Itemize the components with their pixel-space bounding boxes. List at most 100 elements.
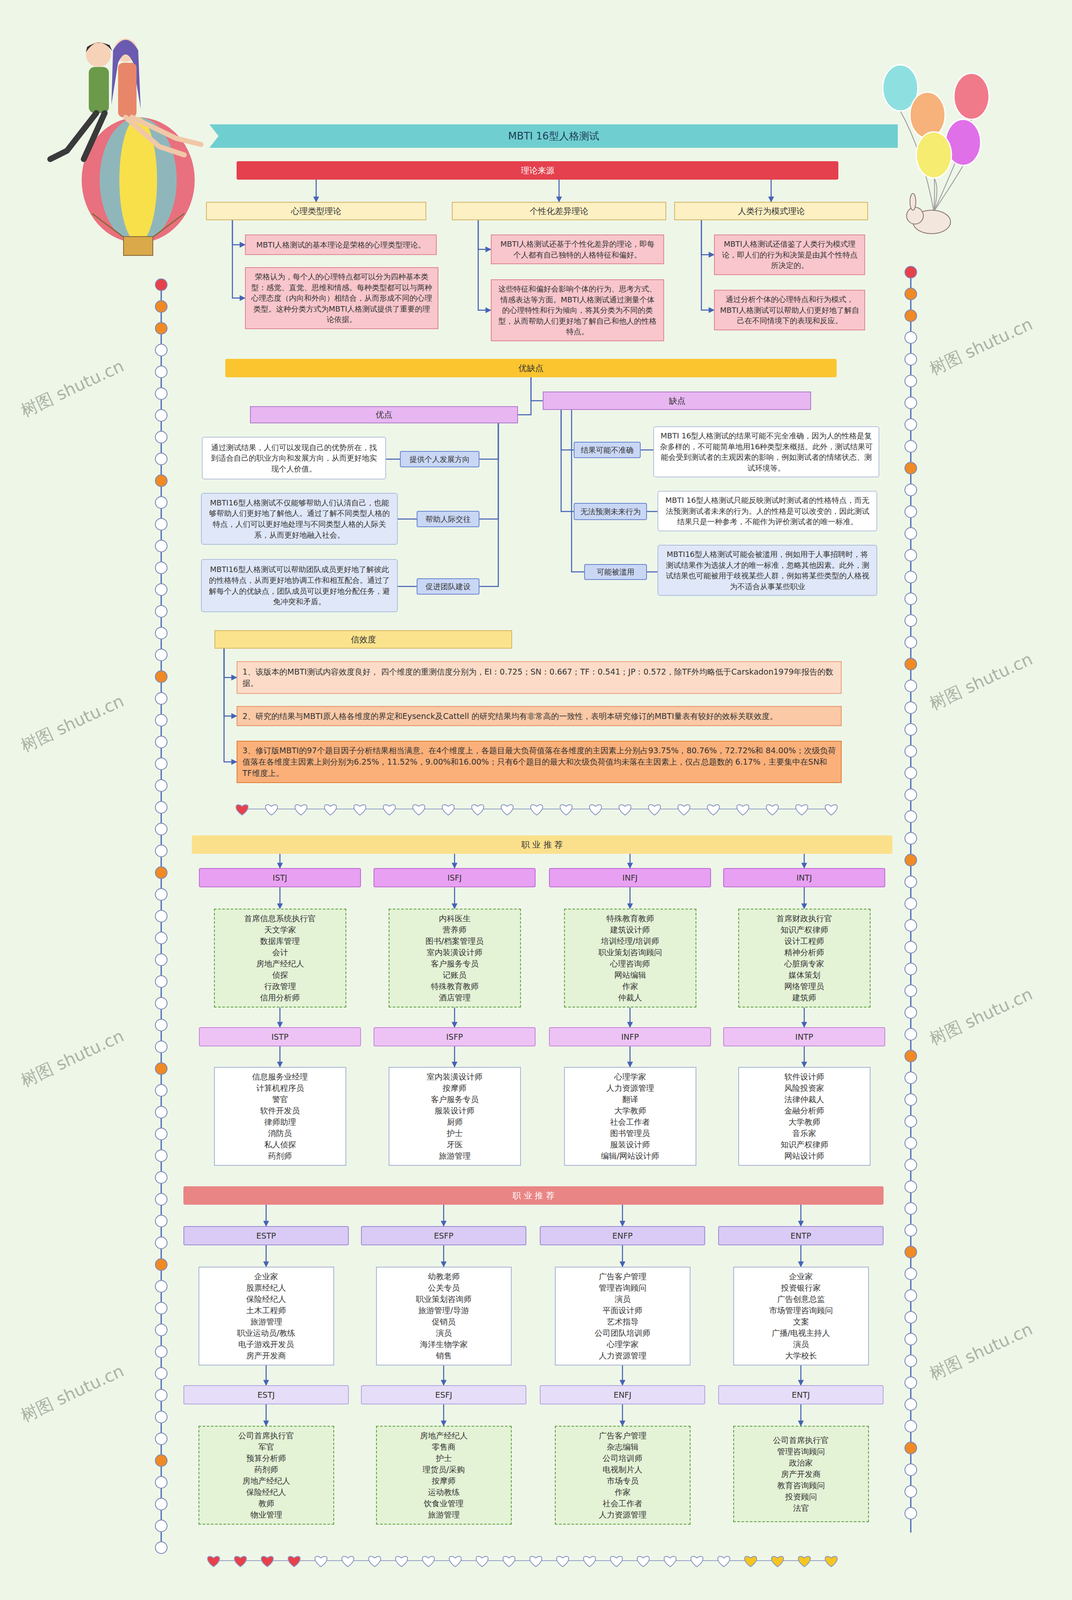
chain-bead: [155, 431, 168, 444]
finding-box: 3、修订版MBTI的97个题目因子分析结果相当满意。在4个维度上，各题目最大负荷…: [236, 740, 842, 784]
chain-bead: [155, 344, 168, 356]
chain-bead: [904, 375, 917, 387]
heart-symbol: [589, 804, 602, 816]
topic-box: 信效度: [214, 630, 513, 649]
connector: [629, 853, 631, 869]
chain-bead: [904, 1224, 917, 1237]
tag-box: 提供个人发展方向: [399, 450, 480, 468]
illustration: [118, 62, 137, 118]
chain-bead: [904, 331, 917, 344]
connector: [315, 179, 317, 202]
node-text: 电子游戏开发员: [204, 1338, 329, 1351]
watermark: 树图 shutu.cn: [925, 647, 1037, 716]
node-text: 心理类型理论: [211, 205, 421, 217]
note-box: 通过分析个体的心理特点和行为模式，MBTI人格测试可以帮助人们更好地了解自己在不…: [713, 289, 866, 331]
description-box: MBTI16型人格测试不仅能够帮助人们认清自己，也能够帮助人们更好地了解他人。通…: [201, 492, 398, 545]
note-box: MBTI人格测试的基本理论是荣格的心理类型理论。: [244, 234, 437, 256]
section-band: 职 业 推 荐: [183, 1186, 884, 1205]
node-text: 房地产经纪人: [219, 958, 341, 970]
chain-bead: [155, 322, 168, 335]
node-text: 室内装潢设计师: [394, 946, 516, 959]
node-text: 心理咨询师: [569, 958, 691, 970]
node-text: 职业策划咨询顾问: [569, 946, 691, 959]
type-box: ISTP: [198, 1027, 361, 1047]
node-text: 大学教师: [569, 1105, 691, 1117]
heart-symbol: [737, 804, 750, 816]
chain-bead: [904, 288, 917, 300]
connector: [265, 1204, 267, 1227]
node-text: 广告客户管理: [560, 1430, 685, 1442]
chain-bead: [155, 365, 168, 378]
chain-bead: [904, 440, 917, 453]
node-text: 个性化差异理论: [457, 205, 661, 217]
chain-bead: [904, 527, 917, 540]
illustration: [85, 42, 113, 53]
chain-bead: [904, 1376, 917, 1389]
node-text: 厨师: [394, 1116, 516, 1128]
connector: [803, 1046, 805, 1067]
heart-symbol: [798, 1556, 811, 1567]
node-text: MBTI 16型人格测试的结果可能不完全准确，因为人的性格是复杂多样的，不可能简…: [659, 430, 874, 474]
node-text: 行政管理: [219, 980, 341, 993]
node-text: 幼教老师: [381, 1270, 506, 1283]
type-box: ENFJ: [539, 1385, 706, 1405]
chain-bead: [155, 1019, 168, 1031]
heart-symbol: [501, 804, 514, 816]
node-text: 网站设计师: [744, 1150, 865, 1162]
connector: [443, 1365, 445, 1386]
title-banner: MBTI 16型人格测试: [209, 124, 898, 148]
node-text: 荣格认为，每个人的心理特点都可以分为四种基本类型：感觉、直觉、思维和情感。每种类…: [250, 271, 433, 325]
chain-bead: [904, 1333, 917, 1346]
node-text: 平面设计师: [560, 1304, 685, 1317]
connector: [629, 887, 631, 909]
tag-box: 结果可能不准确: [573, 441, 641, 459]
chain-bead: [155, 714, 168, 727]
chain-bead: [155, 1345, 168, 1358]
node-text: 股票经纪人: [204, 1282, 329, 1294]
node-text: 公司首席执行官: [739, 1434, 864, 1446]
node-text: 政治家: [739, 1457, 864, 1469]
node-text: 理货员/采购: [381, 1463, 506, 1476]
node-text: 销售: [381, 1350, 506, 1362]
note-box: 荣格认为，每个人的心理特点都可以分为四种基本类型：感觉、直觉、思维和情感。每种类…: [244, 267, 439, 330]
heart-symbol: [717, 1556, 730, 1567]
heart-symbol: [476, 1556, 489, 1567]
heart-symbol: [648, 804, 661, 816]
chain-bead: [904, 919, 917, 932]
node-text: 消防员: [219, 1127, 341, 1139]
note-box: MBTI人格测试还基于个性化差异的理论，即每个人都有自己独特的人格特征和偏好。: [490, 234, 665, 265]
connector: [803, 853, 805, 869]
node-text: 零售商: [381, 1441, 506, 1453]
node-text: 旅游管理: [204, 1316, 329, 1328]
node-text: 教育咨询顾问: [739, 1479, 864, 1492]
node-text: 公司培训师: [560, 1452, 685, 1464]
node-text: 特殊教育教师: [569, 912, 691, 925]
chain-bead: [155, 1062, 168, 1075]
chain-bead: [904, 1115, 917, 1128]
job-list: 广告客户管理管理咨询顾问演员平面设计师艺术指导公司团队培训师心理学家人力资源管理: [554, 1266, 691, 1366]
heart-symbol: [795, 804, 808, 816]
chain-bead: [155, 278, 168, 291]
chain-bead: [904, 505, 917, 518]
node-text: 天文学家: [219, 924, 341, 936]
chain-bead: [904, 462, 917, 475]
chain-bead: [904, 1159, 917, 1171]
connector: [453, 853, 456, 869]
heart-symbol: [530, 804, 543, 816]
chain-bead: [904, 1093, 917, 1106]
heart-symbol: [234, 1556, 247, 1567]
node-text: 知识产权律师: [744, 924, 865, 936]
chain-bead: [904, 1507, 917, 1520]
chain-bead: [155, 474, 168, 487]
node-text: 优点: [255, 408, 513, 421]
node-text: 建筑设计师: [569, 924, 691, 936]
heart-symbol: [583, 1556, 596, 1567]
node-text: 按摩师: [381, 1475, 506, 1487]
chain-bead: [155, 801, 168, 814]
node-text: 律师助理: [219, 1116, 341, 1128]
node-text: 室内装潢设计师: [394, 1071, 516, 1083]
watermark: 树图 shutu.cn: [925, 312, 1037, 381]
chain-bead: [904, 636, 917, 649]
node-text: 仲裁人: [569, 992, 691, 1004]
connector: [701, 220, 714, 255]
